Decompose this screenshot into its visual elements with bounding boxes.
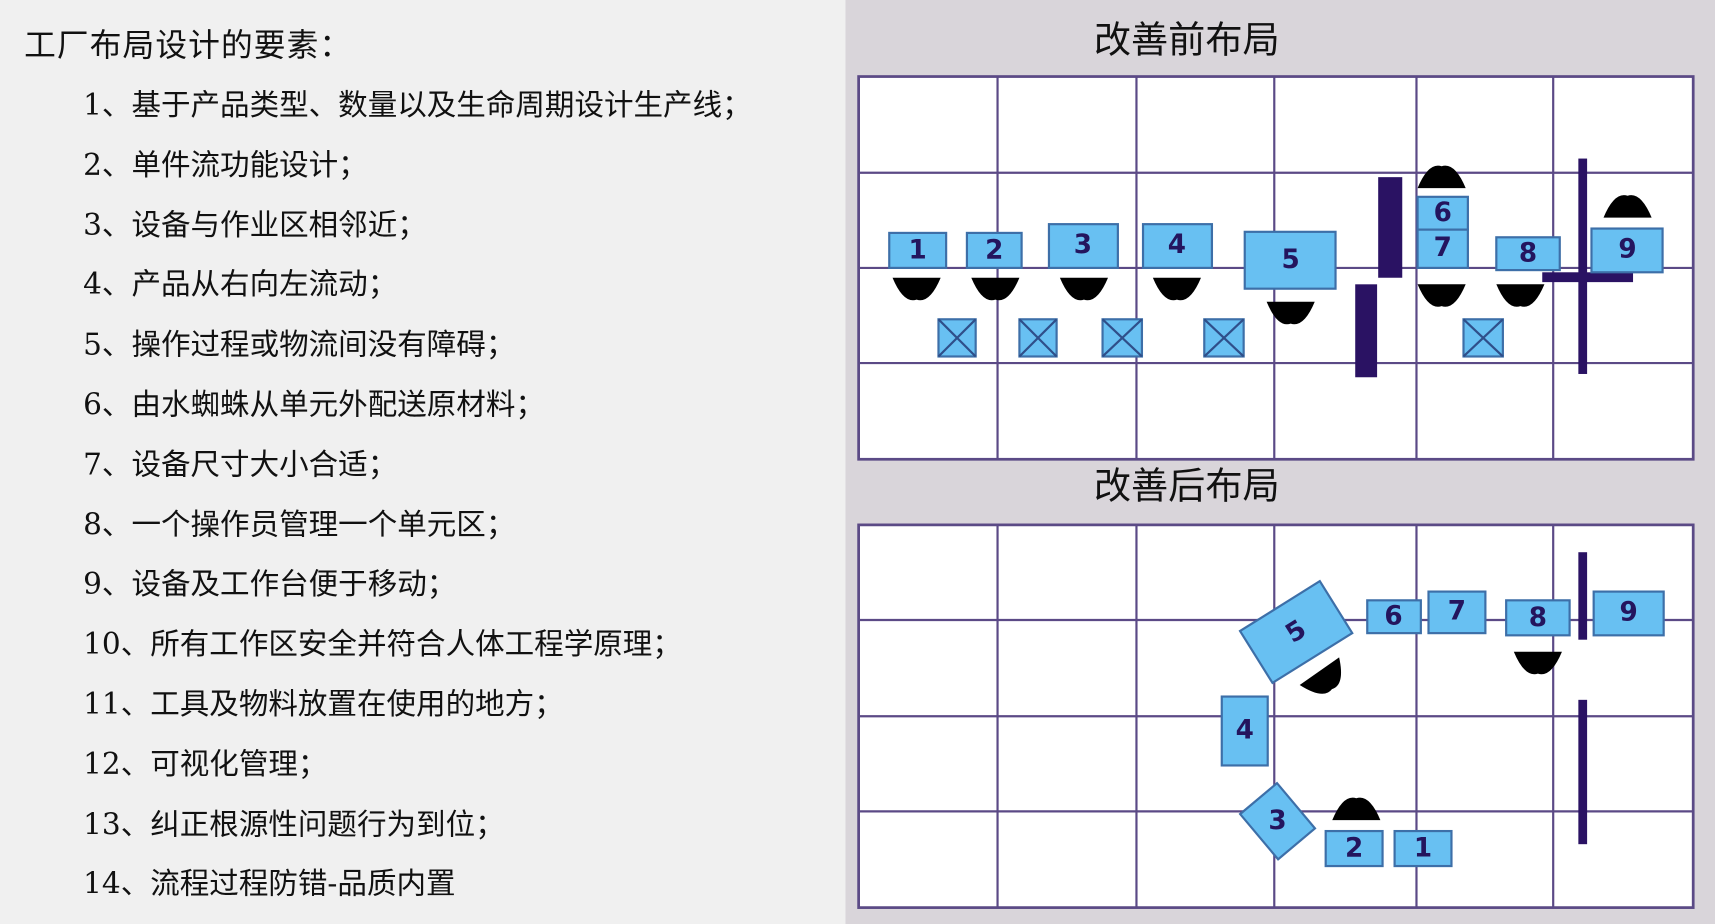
after-barriers xyxy=(1578,552,1588,845)
svg-text:4: 4 xyxy=(1236,715,1254,745)
material-box-icon xyxy=(937,318,1504,358)
svg-text:7: 7 xyxy=(1434,233,1452,263)
list-item: 9、设备及工作台便于移动； xyxy=(83,567,457,602)
svg-text:8: 8 xyxy=(1519,239,1537,269)
barrier xyxy=(1578,158,1588,374)
after-layout-title: 改善后布局 xyxy=(1094,464,1280,508)
before-machine-1: 1 xyxy=(888,231,948,270)
svg-text:6: 6 xyxy=(1384,602,1402,632)
after-machine-3: 3 xyxy=(1238,781,1317,861)
after-machine-1: 1 xyxy=(1393,829,1453,868)
list-item: 4、产品从右向左流动； xyxy=(83,268,398,303)
list-item: 5、操作过程或物流间没有障碍； xyxy=(83,328,516,363)
svg-text:1: 1 xyxy=(1414,834,1432,864)
list-item: 6、由水蜘蛛从单元外配送原材料； xyxy=(83,388,545,423)
requirements-list: 1、基于产品类型、数量以及生命周期设计生产线； 2、单件流功能设计； 3、设备与… xyxy=(83,85,752,924)
after-machine-4: 4 xyxy=(1220,695,1269,767)
before-barriers xyxy=(1355,158,1634,378)
barrier xyxy=(1378,177,1403,278)
list-item: 10、所有工作区安全并符合人体工程学原理； xyxy=(83,627,682,662)
list-item: 13、纠正根源性问题行为到位； xyxy=(83,807,505,842)
svg-text:6: 6 xyxy=(1434,198,1452,228)
before-machine-2: 2 xyxy=(965,231,1023,270)
svg-text:2: 2 xyxy=(1345,834,1363,864)
svg-text:2: 2 xyxy=(985,235,1003,265)
svg-text:7: 7 xyxy=(1448,596,1466,626)
before-machine-8: 8 xyxy=(1495,236,1561,272)
list-item: 11、工具及物料放置在使用的地方； xyxy=(83,687,564,722)
svg-text:4: 4 xyxy=(1168,230,1186,260)
list-item: 14、流程过程防错-品质内置 xyxy=(83,867,456,902)
svg-text:9: 9 xyxy=(1618,234,1636,264)
barrier xyxy=(1542,272,1634,283)
svg-text:8: 8 xyxy=(1529,603,1547,633)
list-item: 3、设备与作业区相邻近； xyxy=(83,208,427,243)
svg-text:3: 3 xyxy=(1074,230,1092,260)
after-machine-7: 7 xyxy=(1427,590,1487,635)
list-item: 1、基于产品类型、数量以及生命周期设计生产线； xyxy=(83,88,752,123)
list-item: 2、单件流功能设计； xyxy=(83,148,368,183)
list-item: 12、可视化管理； xyxy=(83,747,328,782)
before-machine-5: 5 xyxy=(1243,230,1337,290)
before-machine-9: 9 xyxy=(1590,227,1664,274)
before-machine-4: 4 xyxy=(1141,223,1214,270)
requirements-panel: 工厂布局设计的要素： 1、基于产品类型、数量以及生命周期设计生产线； 2、单件流… xyxy=(0,0,846,924)
after-machine-9: 9 xyxy=(1592,590,1665,637)
svg-text:9: 9 xyxy=(1620,597,1638,627)
before-machine-6: 6 xyxy=(1416,195,1469,231)
list-item: 7、设备尺寸大小合适； xyxy=(83,448,398,482)
after-machine-8: 8 xyxy=(1505,599,1571,637)
list-item: 8、一个操作员管理一个单元区； xyxy=(83,508,516,542)
before-machine-7: 7 xyxy=(1416,228,1469,270)
barrier xyxy=(1578,552,1588,640)
barrier xyxy=(1578,699,1588,845)
before-machine-3: 3 xyxy=(1047,223,1119,270)
after-machine-6: 6 xyxy=(1366,599,1422,635)
requirements-heading: 工厂布局设计的要素： xyxy=(24,26,353,64)
svg-text:1: 1 xyxy=(909,235,927,265)
svg-text:5: 5 xyxy=(1282,245,1300,275)
before-layout-title: 改善前布局 xyxy=(1094,17,1280,61)
barrier xyxy=(1355,284,1378,378)
after-machine-5: 5 xyxy=(1238,579,1354,685)
svg-text:3: 3 xyxy=(1268,806,1286,836)
after-machine-2: 2 xyxy=(1324,829,1384,868)
